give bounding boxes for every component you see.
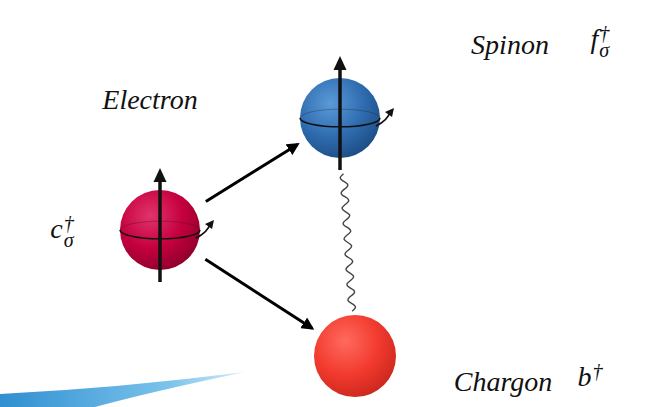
particle-name: Electron (102, 86, 197, 114)
sphere-body (314, 315, 396, 397)
spin-axis (338, 68, 342, 170)
spin-axis (158, 180, 162, 282)
label-anchor: Chargon (454, 368, 553, 396)
sphere-drawing (314, 315, 396, 397)
label-anchor: Spinon (471, 31, 549, 59)
operator-dagger: † (599, 25, 609, 42)
gauge-field-line (340, 174, 355, 311)
operator-dagger: † (64, 215, 74, 232)
operator-symbol: c†σ (50, 215, 74, 249)
label-anchor: Electron (102, 86, 197, 114)
rotation-arrow (196, 224, 210, 238)
operator-symbol: b† (577, 363, 602, 397)
operator-indices: † (592, 363, 602, 397)
spin-arrowhead (154, 168, 167, 182)
operator-base: b (577, 361, 591, 392)
label-anchor: f†σ (591, 25, 610, 59)
particle-name: Spinon (471, 31, 549, 59)
sphere-drawing (120, 190, 200, 270)
label-anchor: b† (577, 363, 602, 397)
sphere-drawing (300, 78, 380, 158)
rotation-arrowhead (385, 108, 394, 117)
decay-arrow (206, 144, 298, 201)
operator-dagger: † (592, 363, 602, 380)
particle-sphere: Electronc†σ (120, 190, 200, 270)
operator-subscript: σ (599, 42, 609, 59)
spin-arrowhead (334, 56, 347, 70)
operator-subscript: σ (64, 232, 74, 249)
particle-name: Chargon (454, 368, 553, 396)
particle-sphere: Chargonb† (314, 315, 396, 397)
decay-arrow (205, 259, 312, 328)
particle-sphere: Spinonf†σ (300, 78, 380, 158)
operator-symbol: f†σ (591, 25, 610, 59)
operator-subscript (592, 380, 602, 397)
operator-base: c (50, 213, 62, 244)
label-anchor: c†σ (50, 215, 74, 249)
operator-indices: †σ (599, 25, 609, 59)
decorative-swoosh (0, 372, 245, 407)
rotation-arrowhead (205, 220, 214, 229)
operator-base: f (591, 23, 599, 54)
operator-indices: †σ (64, 215, 74, 249)
rotation-arrow (376, 112, 390, 126)
